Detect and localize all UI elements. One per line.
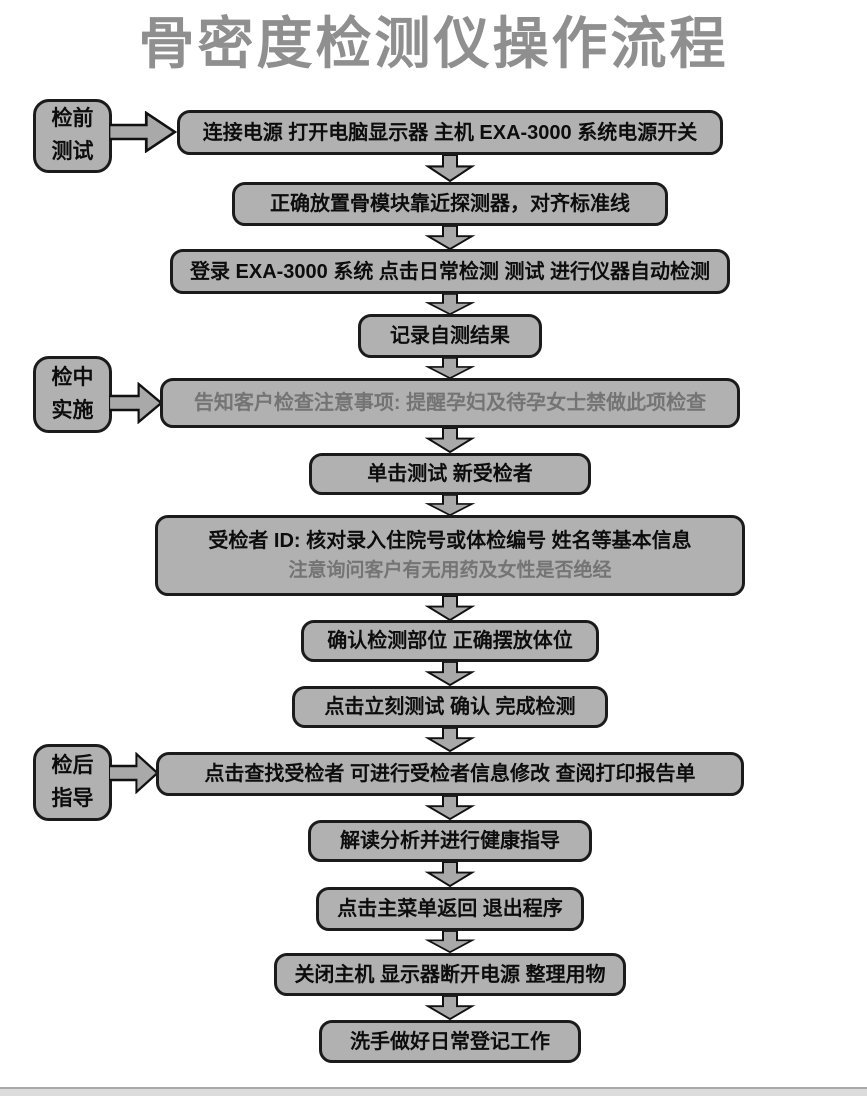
flow-step-text: 记录自测结果 xyxy=(390,325,510,347)
stage-label-line: 实施 xyxy=(51,398,94,422)
flow-step-box: 正确放置骨模块靠近探测器，对齐标准线 xyxy=(232,182,668,226)
stage-label-pretest: 检前 测试 xyxy=(33,99,112,173)
flow-step-box: 记录自测结果 xyxy=(358,314,542,358)
flow-step-box: 点击主菜单返回 退出程序 xyxy=(316,887,584,931)
arrow-down-icon xyxy=(420,662,480,686)
stage-label-line: 检前 xyxy=(51,107,94,131)
flow-step-box: 点击查找受检者 可进行受检者信息修改 查阅打印报告单 xyxy=(156,752,744,796)
flow-step-box: 洗手做好日常登记工作 xyxy=(319,1020,581,1063)
flow-step-text: 洗手做好日常登记工作 xyxy=(350,1030,550,1053)
stage-label-line: 检后 xyxy=(51,753,94,777)
arrow-down-icon xyxy=(420,226,480,250)
flow-step-box: 点击立刻测试 确认 完成检测 xyxy=(292,686,608,728)
flow-step-subtext: 注意询问客户有无用药及女性是否绝经 xyxy=(288,559,612,581)
flow-step-box: 确认检测部位 正确摆放体位 xyxy=(301,620,599,662)
page-footer-bar xyxy=(0,1087,867,1096)
arrow-down-icon xyxy=(420,596,480,621)
stage-label-during-test: 检中 实施 xyxy=(33,356,112,433)
page-title: 骨密度检测仪操作流程 xyxy=(138,12,729,75)
arrow-down-icon xyxy=(420,294,480,315)
flow-step-box: 登录 EXA-3000 系统 点击日常检测 测试 进行仪器自动检测 xyxy=(170,249,730,294)
flow-step-box: 连接电源 打开电脑显示器 主机 EXA-3000 系统电源开关 xyxy=(177,110,723,155)
arrow-down-icon xyxy=(420,358,480,379)
arrow-right-icon xyxy=(109,752,159,794)
flow-step-text: 正确放置骨模块靠近探测器，对齐标准线 xyxy=(270,193,630,215)
flow-step-text: 登录 EXA-3000 系统 点击日常检测 测试 进行仪器自动检测 xyxy=(189,260,711,283)
flow-step-box: 关闭主机 显示器断开电源 整理用物 xyxy=(274,953,626,996)
flow-step-text: 点击主菜单返回 退出程序 xyxy=(337,898,563,920)
flow-step-text: 单击测试 新受检者 xyxy=(367,463,533,485)
flow-step-box: 解读分析并进行健康指导 xyxy=(308,820,592,862)
flow-step-text: 点击查找受检者 可进行受检者信息修改 查阅打印报告单 xyxy=(204,763,696,785)
flow-step-text: 解读分析并进行健康指导 xyxy=(340,830,560,852)
flow-step-text: 点击立刻测试 确认 完成检测 xyxy=(324,696,576,718)
arrow-down-icon xyxy=(420,428,480,453)
flow-step-box: 告知客户检查注意事项: 提醒孕妇及待孕女士禁做此项检查 xyxy=(160,378,740,428)
flow-step-text: 关闭主机 显示器断开电源 整理用物 xyxy=(294,963,606,986)
arrow-down-icon xyxy=(420,796,480,820)
arrow-down-icon xyxy=(420,495,480,516)
flow-step-box: 受检者 ID: 核对录入住院号或体检编号 姓名等基本信息 注意询问客户有无用药及… xyxy=(155,515,745,596)
arrow-down-icon xyxy=(420,862,480,887)
stage-label-line: 测试 xyxy=(51,140,94,163)
stage-label-line: 指导 xyxy=(51,786,94,810)
arrow-down-icon xyxy=(420,155,480,182)
stage-label-posttest: 检后 指导 xyxy=(33,744,112,821)
arrow-down-icon xyxy=(420,996,480,1020)
arrow-down-icon xyxy=(420,728,480,752)
flow-step-text: 告知客户检查注意事项: 提醒孕妇及待孕女士禁做此项检查 xyxy=(193,392,707,414)
arrow-right-icon xyxy=(109,111,177,153)
arrow-down-icon xyxy=(420,931,480,953)
flow-step-text: 受检者 ID: 核对录入住院号或体检编号 姓名等基本信息 xyxy=(208,529,692,552)
arrow-right-icon xyxy=(109,382,163,424)
stage-label-line: 检中 xyxy=(51,365,94,389)
flow-step-text: 确认检测部位 正确摆放体位 xyxy=(327,630,573,652)
flow-step-box: 单击测试 新受检者 xyxy=(309,453,591,495)
flow-step-text: 连接电源 打开电脑显示器 主机 EXA-3000 系统电源开关 xyxy=(202,121,698,144)
